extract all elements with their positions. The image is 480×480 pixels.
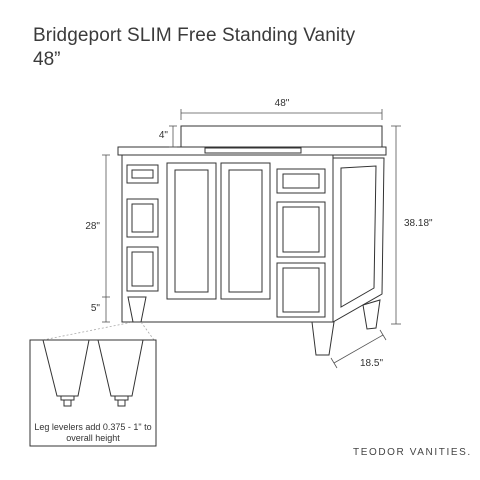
leg-leveler-detail: Leg levelers add 0.375 - 1" to overall h… [29, 339, 157, 447]
title-block: Bridgeport SLIM Free Standing Vanity 48” [33, 24, 355, 72]
brand-logo-text: TEODOR VANITIES. [353, 447, 472, 458]
dim-leg-height-label: 5" [91, 303, 101, 314]
leg-front-right [311, 321, 335, 356]
page-title: Bridgeport SLIM Free Standing Vanity [33, 25, 356, 46]
detail-note-line1: Leg levelers add 0.375 - 1" to [34, 422, 151, 432]
countertop [117, 146, 387, 156]
cabinet-front [121, 154, 334, 323]
left-drawer-middle [126, 198, 159, 238]
left-drawer-top [126, 164, 159, 184]
dim-cabinet-height-label: 28" [85, 221, 100, 232]
leg-back-right [362, 299, 381, 330]
dim-total-height-label: 38.18" [404, 218, 433, 229]
dim-backsplash-label: 4" [159, 130, 169, 141]
sink-cutout [204, 147, 302, 154]
dim-width-label: 48" [275, 98, 290, 109]
left-door [166, 162, 217, 300]
right-drawer-middle [276, 201, 326, 258]
side-panel-inset [340, 165, 377, 308]
page-subtitle: 48” [33, 49, 61, 70]
dim-depth-label: 18.5" [360, 358, 383, 369]
leg-front-left [127, 296, 147, 323]
backsplash [180, 125, 383, 148]
right-door [220, 162, 271, 300]
left-drawer-bottom [126, 246, 159, 292]
detail-note-line2: overall height [66, 433, 120, 443]
right-drawer-bottom [276, 262, 326, 318]
right-drawer-top [276, 168, 326, 194]
